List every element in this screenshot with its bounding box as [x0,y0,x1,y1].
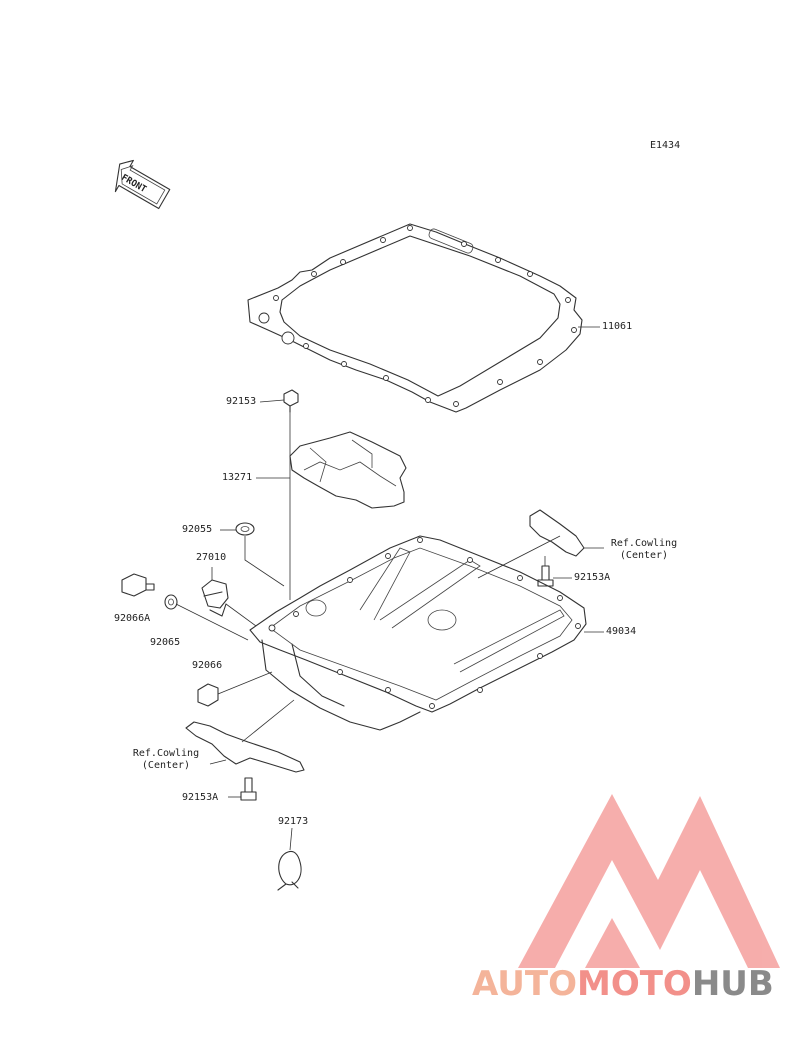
ref-cowling-right-line1: Ref.Cowling [610,538,678,549]
plug-92066 [197,671,273,707]
clamp-92173 [277,827,302,891]
oring-92055 [235,522,285,587]
plate-13271 [289,431,407,509]
ref-cowling-right-line2: (Center) [619,550,669,561]
drain-plug-92066a [121,573,155,597]
watermark-part3: HUB [691,964,774,1004]
part-label-92153a-right: 92153A [574,572,611,583]
diagram-code: E1434 [650,140,681,151]
ref-cowling-left-line2: (Center) [141,760,191,771]
part-label-92173: 92173 [278,816,309,827]
oil-pan-49034 [249,535,587,731]
washer-92065 [164,594,249,641]
bracket-right [477,509,604,579]
watermark-part2: MOTO [576,964,692,1004]
part-label-92153a-left: 92153A [182,792,219,803]
part-label-92153: 92153 [226,396,257,407]
bolt-92153 [283,389,299,600]
bolt-92153a-left [228,777,257,801]
bracket-left [185,699,305,773]
bolt-92153a-right [537,556,572,587]
part-label-11061: 11061 [602,321,633,332]
part-label-27010: 27010 [196,552,227,563]
watermark-text: AUTOMOTOHUB [472,964,774,1004]
switch-27010 [201,579,257,627]
part-label-92066: 92066 [192,660,223,671]
watermark-logo [518,794,780,968]
front-arrow-icon [114,159,171,210]
part-label-92055: 92055 [182,524,213,535]
part-label-49034: 49034 [606,626,637,637]
ref-cowling-left-line1: Ref.Cowling [132,748,200,759]
part-label-92065: 92065 [150,637,181,648]
part-label-13271: 13271 [222,472,253,483]
gasket-11061 [247,223,583,413]
watermark-part1: AUTO [472,964,577,1004]
part-label-92066a: 92066A [114,613,151,624]
